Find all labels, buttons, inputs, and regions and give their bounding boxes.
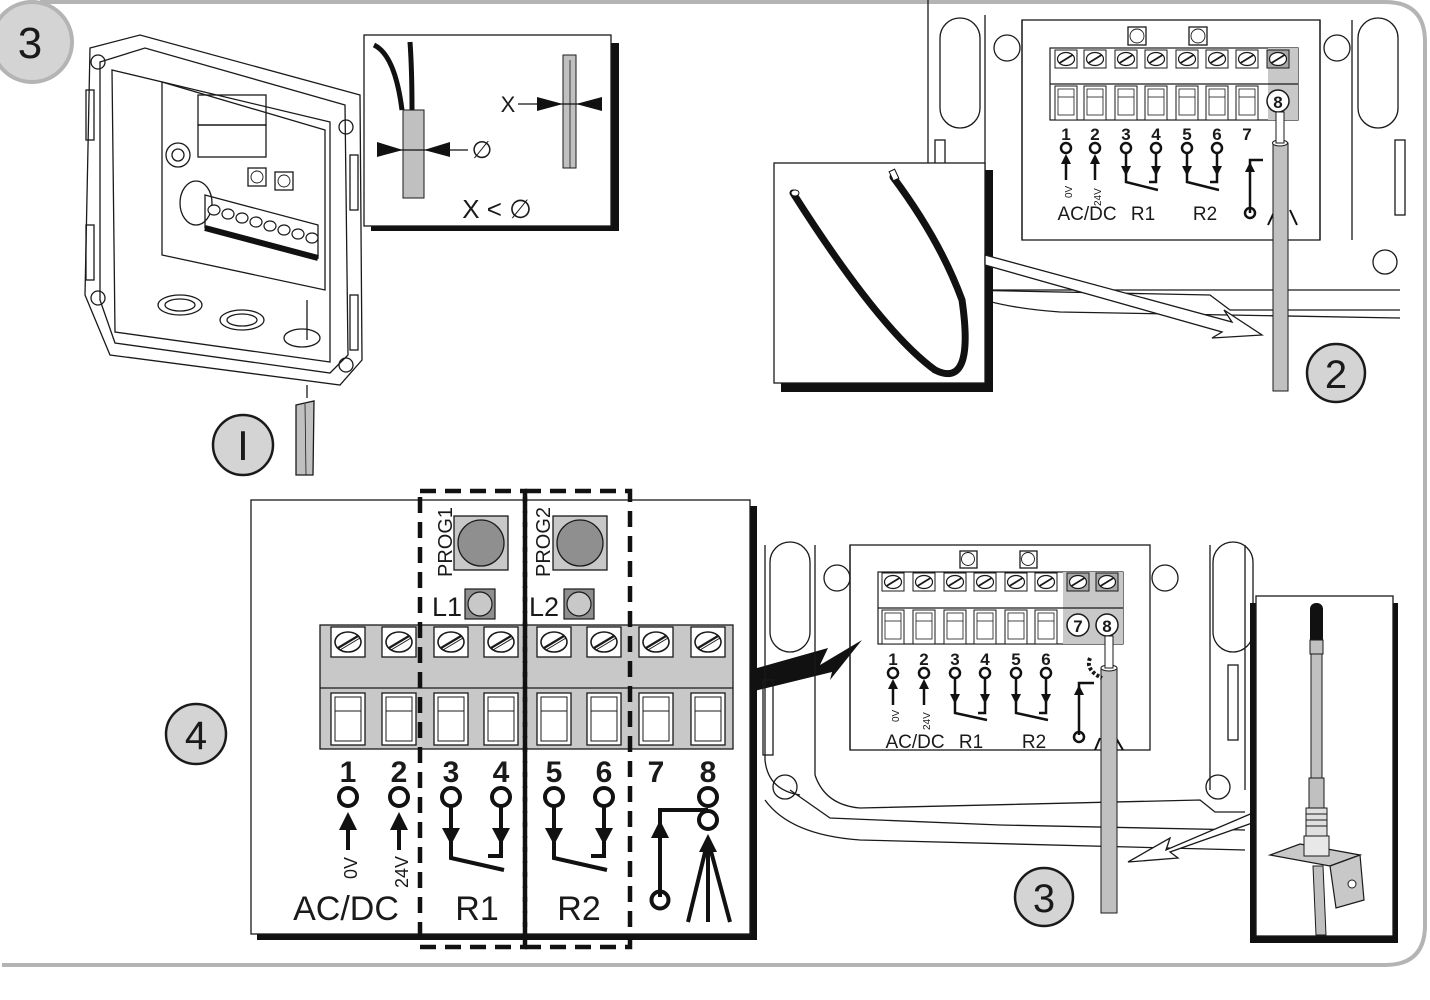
terminal-8-highlight-label-2: 8 (1102, 617, 1111, 636)
step1-badge: I (211, 413, 275, 477)
svg-text:3: 3 (950, 650, 959, 669)
terminal-3-label: 3 (443, 756, 460, 789)
svg-text:L2: L2 (529, 592, 559, 622)
terminal-numbers-large: 1 2 3 4 5 6 7 8 (340, 756, 717, 789)
step4-terminal-diagram: PROG1 PROG2 L1 L2 (250, 488, 757, 950)
svg-text:1: 1 (1061, 125, 1070, 144)
wiring-symbols (337, 786, 732, 923)
svg-text:24V: 24V (1093, 188, 1104, 206)
svg-text:0V: 0V (891, 709, 902, 722)
terminal-8-label: 8 (700, 756, 717, 789)
svg-text:L1: L1 (432, 592, 462, 622)
step4-badge: 4 (164, 702, 228, 766)
svg-text:2: 2 (1325, 353, 1347, 397)
figure-frame (2, 0, 1427, 967)
svg-text:R1: R1 (959, 732, 983, 753)
svg-text:5: 5 (1182, 125, 1191, 144)
step3-enclosure-illustration: 7 8 1 2 3 4 5 6 0V (762, 541, 1256, 914)
svg-text:AC/DC: AC/DC (1057, 204, 1116, 225)
step2-wire-inset (773, 162, 1264, 392)
terminal-6-label: 6 (596, 756, 613, 789)
cable-gauge-inset: ∅ X X < ∅ (363, 34, 619, 231)
temperature-probe-inset (1250, 595, 1398, 943)
prog2-button: PROG2 (533, 507, 608, 577)
svg-text:1: 1 (888, 650, 897, 669)
prog2-label: PROG2 (533, 507, 555, 577)
led-l2: L2 (529, 588, 595, 622)
svg-text:2: 2 (1090, 125, 1099, 144)
step3-badge: 3 (1013, 866, 1075, 928)
gauge-rule-text: X < ∅ (462, 194, 532, 224)
terminal-numbers-small: 1 2 3 4 5 6 7 (1061, 125, 1251, 144)
voltage-0v-label: 0V (341, 857, 361, 879)
svg-text:0V: 0V (1064, 185, 1075, 198)
step1-open-enclosure-illustration (84, 34, 363, 398)
svg-text:6: 6 (1212, 125, 1221, 144)
terminal-1-label: 1 (340, 756, 357, 789)
step2-badge: 2 (1305, 342, 1367, 404)
terminal-8-highlight-label: 8 (1273, 93, 1282, 112)
section-number-badge: 3 (0, 0, 74, 84)
led-l1: L1 (432, 588, 496, 622)
svg-text:2: 2 (919, 650, 928, 669)
terminal-7-label: 7 (648, 756, 665, 789)
svg-text:6: 6 (1041, 650, 1050, 669)
svg-text:4: 4 (185, 714, 207, 758)
terminal-4-label: 4 (493, 756, 510, 789)
svg-text:4: 4 (1151, 125, 1161, 144)
screwdriver-icon (295, 400, 315, 476)
step2-enclosure-illustration: 8 1 2 3 4 5 6 7 (927, 0, 1406, 392)
svg-text:AC/DC: AC/DC (885, 732, 944, 753)
terminal-numbers-step3: 1 2 3 4 5 6 (888, 650, 1050, 669)
terminal-5-label: 5 (546, 756, 563, 789)
svg-text:3: 3 (1121, 125, 1130, 144)
terminal-7-highlight-label: 7 (1073, 617, 1082, 636)
voltage-24v-label: 24V (392, 856, 412, 888)
width-symbol: X (501, 92, 516, 117)
section-number: 3 (18, 19, 42, 68)
group-acdc-label: AC/DC (293, 890, 399, 928)
group-r2-label: R2 (557, 890, 600, 928)
svg-text:R2: R2 (1022, 732, 1046, 753)
group-r1-label: R1 (455, 890, 498, 928)
terminal-2-label: 2 (391, 756, 408, 789)
svg-text:24V: 24V (922, 712, 933, 730)
svg-text:3: 3 (1033, 877, 1055, 921)
diameter-symbol: ∅ (472, 137, 493, 164)
svg-text:I: I (237, 422, 249, 469)
svg-text:R1: R1 (1131, 204, 1155, 225)
svg-text:5: 5 (1011, 650, 1020, 669)
callout-arrow (750, 640, 862, 692)
prog1-button: PROG1 (435, 507, 509, 577)
svg-text:7: 7 (1242, 125, 1251, 144)
svg-text:R2: R2 (1193, 204, 1217, 225)
svg-text:4: 4 (980, 650, 990, 669)
prog1-label: PROG1 (435, 507, 457, 577)
